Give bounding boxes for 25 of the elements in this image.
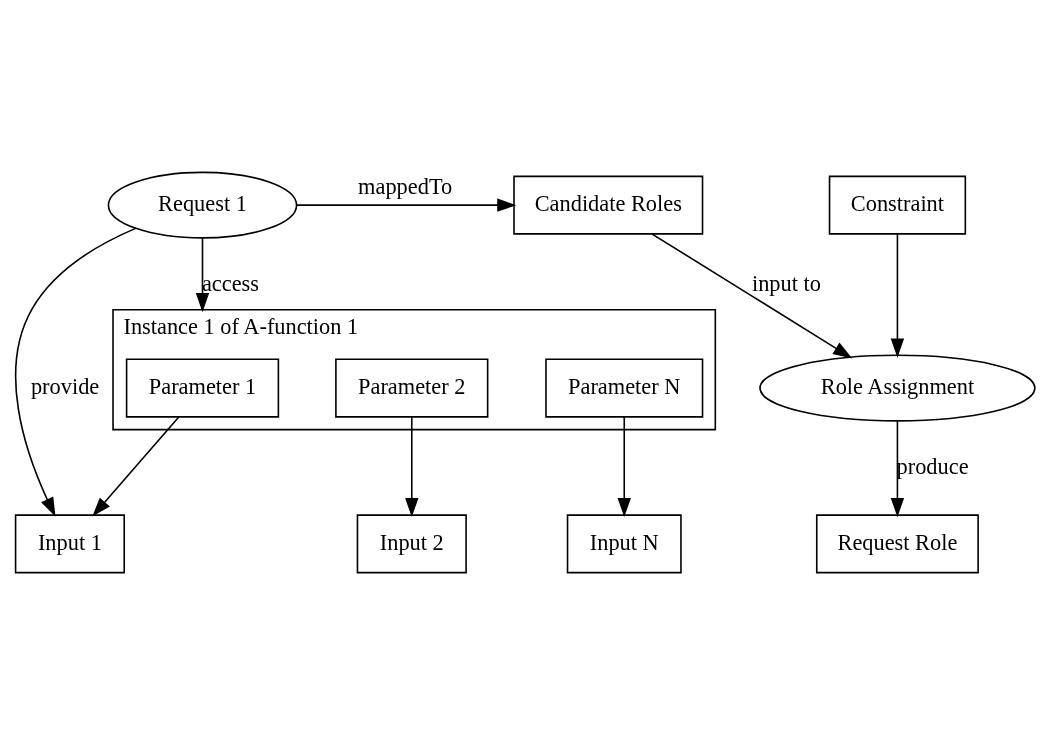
node-box: Input N <box>566 513 682 573</box>
node-box: Parameter 2 <box>335 358 489 418</box>
node-ellipse: Role Assignment <box>759 354 1036 422</box>
node-box: Parameter N <box>545 358 704 418</box>
arrow <box>92 415 180 517</box>
node-box: Constraint <box>828 175 967 235</box>
arrow <box>195 236 210 312</box>
arrow <box>405 415 419 517</box>
arrow <box>651 232 853 358</box>
arrow <box>890 232 905 358</box>
node-box: Input 1 <box>14 513 125 573</box>
node-ellipse: Request 1 <box>107 171 298 239</box>
node-box: Candidate Roles <box>513 175 704 235</box>
arrow <box>295 197 517 212</box>
edge-label: access <box>201 270 260 296</box>
node-box: Request Role <box>815 513 979 573</box>
arrow <box>14 227 137 517</box>
arrow <box>617 415 631 517</box>
edge-label: produce <box>896 453 969 479</box>
arrow <box>890 420 905 517</box>
edge-label: mappedTo <box>358 173 453 199</box>
node-box: Parameter 1 <box>125 358 280 418</box>
edge-label: provide <box>30 373 100 399</box>
node-box: Input 2 <box>356 513 467 573</box>
edge-label: input to <box>751 270 821 296</box>
